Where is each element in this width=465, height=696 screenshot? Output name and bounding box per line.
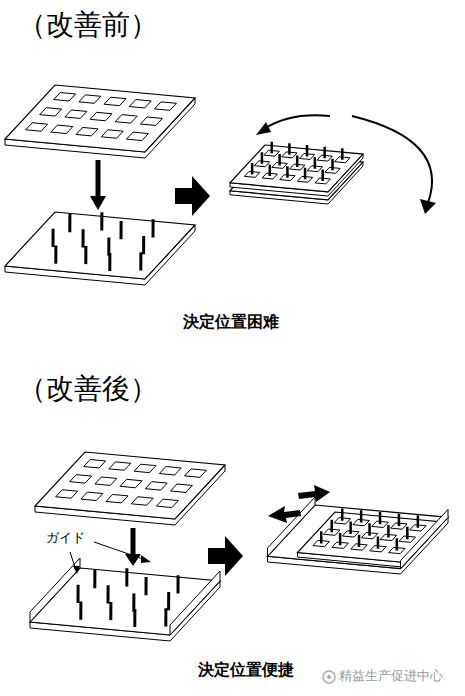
caption-text: 決定位置便捷 [198,660,294,679]
part-label: ガイド [46,530,85,546]
section-heading: （改善前） [18,8,158,42]
caption-text: 決定位置困难 [183,312,279,331]
section-heading: （改善後） [18,372,158,406]
watermark: 精益生产促进中心 [339,668,443,684]
